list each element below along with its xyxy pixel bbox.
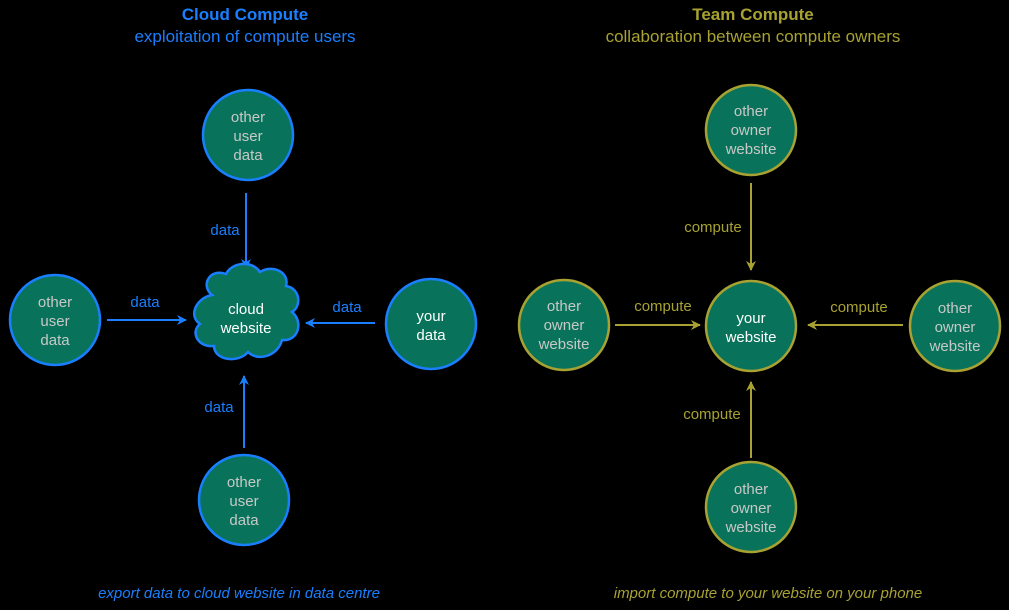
node-text: data (416, 327, 446, 344)
cloud-website-node: cloud website (193, 262, 300, 361)
cloud-node-bottom: other user data (197, 453, 291, 547)
node-text: other (734, 103, 768, 120)
node-text: other (38, 294, 72, 311)
edge-label-right: data (332, 299, 362, 316)
cloud-subtitle: exploitation of compute users (134, 27, 355, 46)
team-node-left: other owner website (517, 278, 611, 372)
node-text: website (929, 338, 981, 355)
node-text: website (538, 336, 590, 353)
cloud-node-line-1: cloud (228, 301, 264, 318)
team-title: Team Compute (692, 5, 814, 24)
node-text: data (229, 512, 259, 529)
edge-label-top: compute (684, 219, 742, 236)
cloud-caption: export data to cloud website in data cen… (98, 585, 380, 602)
edge-label-bottom: data (204, 399, 234, 416)
team-compute-panel: Team Compute collaboration between compu… (517, 5, 1002, 602)
node-text: owner (731, 122, 772, 139)
node-text: other (231, 109, 265, 126)
node-text: data (233, 147, 263, 164)
team-caption: import compute to your website on your p… (614, 585, 923, 602)
edge-label-bottom: compute (683, 406, 741, 423)
team-node-bottom: other owner website (704, 460, 798, 554)
edge-label-left: compute (634, 298, 692, 315)
cloud-node-top: other user data (201, 88, 295, 182)
node-text: your (736, 310, 765, 327)
edge-label-top: data (210, 222, 240, 239)
team-subtitle: collaboration between compute owners (606, 27, 901, 46)
node-text: user (233, 128, 262, 145)
edge-label-left: data (130, 294, 160, 311)
cloud-edges: data data data data (107, 193, 375, 448)
node-text: owner (935, 319, 976, 336)
node-text: owner (544, 317, 585, 334)
team-edges: compute compute compute compute (615, 183, 903, 458)
node-text: user (40, 313, 69, 330)
cloud-node-line-2: website (220, 320, 272, 337)
team-node-right: other owner website (908, 279, 1002, 373)
node-text: website (725, 329, 777, 346)
node-text: user (229, 493, 258, 510)
node-text: other (547, 298, 581, 315)
node-text: website (725, 141, 777, 158)
node-text: other (227, 474, 261, 491)
node-text: other (938, 300, 972, 317)
cloud-compute-panel: Cloud Compute exploitation of compute us… (8, 5, 478, 602)
team-node-top: other owner website (704, 83, 798, 177)
cloud-title: Cloud Compute (182, 5, 309, 24)
edge-label-right: compute (830, 299, 888, 316)
node-text: owner (731, 500, 772, 517)
cloud-node-your-data: your data (384, 277, 478, 371)
team-node-your-website: your website (704, 279, 798, 373)
node-text: other (734, 481, 768, 498)
node-text: your (416, 308, 445, 325)
node-text: data (40, 332, 70, 349)
cloud-node-left: other user data (8, 273, 102, 367)
node-text: website (725, 519, 777, 536)
